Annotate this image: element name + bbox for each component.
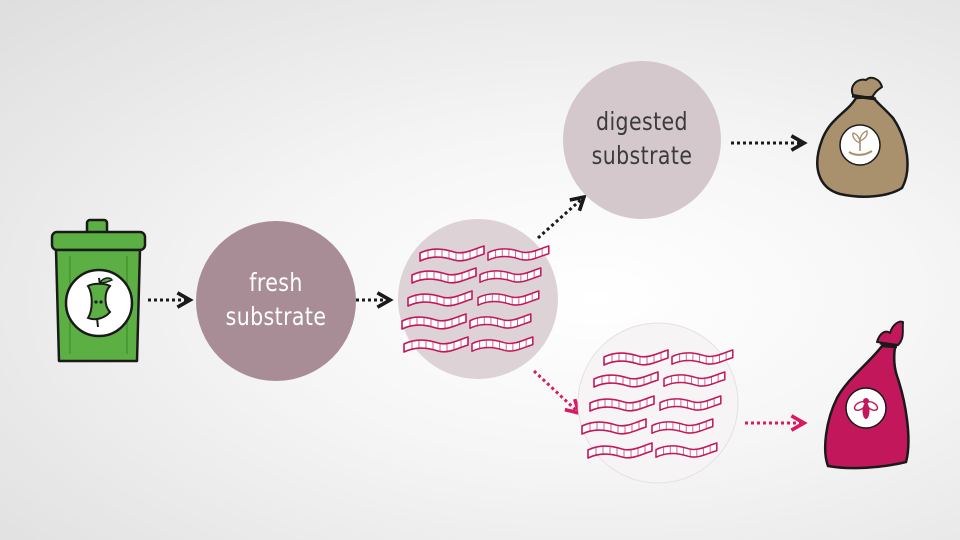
digested-substrate-label-line1: digested <box>581 105 702 139</box>
arrow-larvae-to-harvest <box>534 371 579 413</box>
larvae-feeding-node <box>398 219 558 379</box>
fresh-substrate-label-line1: fresh <box>219 266 334 300</box>
larvae-bag-icon <box>825 322 908 468</box>
fresh-substrate-label: fresh substrate <box>219 266 334 334</box>
digested-substrate-label-line2: substrate <box>581 139 702 173</box>
digested-substrate-label: digested substrate <box>581 105 702 173</box>
compost-bag-icon <box>817 78 907 197</box>
waste-bin-icon <box>52 220 145 361</box>
arrow-larvae-to-digested <box>538 197 584 238</box>
fresh-substrate-label-line2: substrate <box>219 300 334 334</box>
harvested-larvae-node <box>578 323 738 483</box>
